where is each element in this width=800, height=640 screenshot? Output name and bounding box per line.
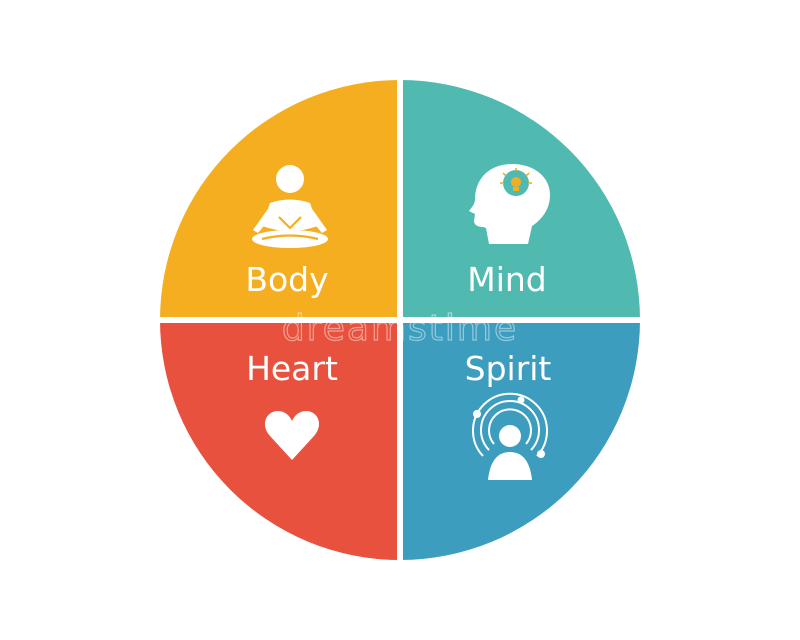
watermark-text: dreamstime: [282, 308, 518, 349]
meditation-person-detail: [261, 216, 319, 241]
head-lightbulb-icon: [469, 164, 550, 244]
label-body: Body: [245, 260, 328, 299]
label-heart: Heart: [246, 349, 338, 388]
label-spirit: Spirit: [465, 349, 552, 388]
meditation-person-icon: [252, 165, 328, 248]
label-mind: Mind: [467, 260, 547, 299]
aura-person-icon: [472, 392, 548, 480]
heart-icon: [264, 411, 320, 460]
